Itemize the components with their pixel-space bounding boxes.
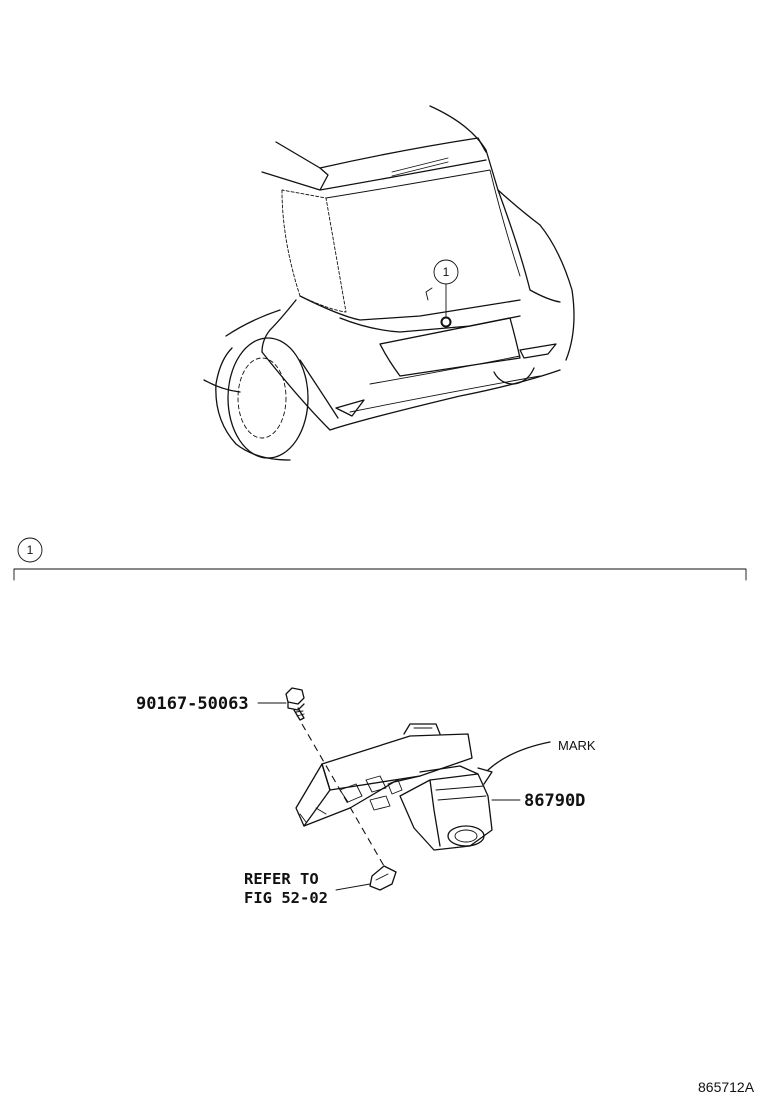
section-bracket: 1 <box>13 537 747 581</box>
illustration-id: 865712A <box>698 1079 755 1095</box>
callout-bubble-vehicle <box>433 259 459 285</box>
camera-assembly-part <box>295 723 551 851</box>
callout-number-section: 1 <box>27 543 34 557</box>
refer-to-label: REFER TO <box>244 870 319 888</box>
part-number-bolt[interactable]: 90167-50063 <box>136 694 249 714</box>
part-number-camera[interactable]: 86790D <box>524 791 585 811</box>
clip-part <box>335 865 397 891</box>
vehicle-rear-view: 1 <box>203 105 575 461</box>
mark-label: MARK <box>558 738 596 753</box>
bolt-part <box>257 687 385 867</box>
callout-bubble-section <box>17 537 43 563</box>
exploded-parts <box>257 687 551 891</box>
figure-reference-link[interactable]: FIG 52-02 <box>244 889 328 907</box>
callout-number-vehicle: 1 <box>443 265 450 279</box>
